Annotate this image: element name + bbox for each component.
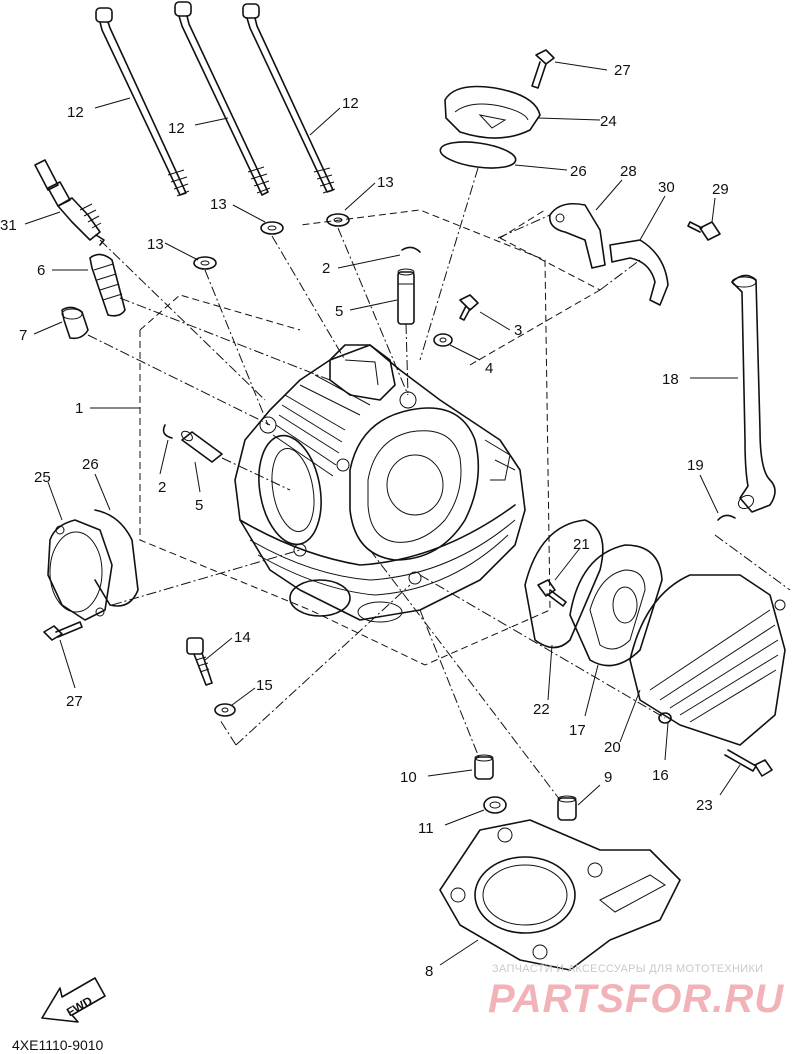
side-cover [47, 519, 113, 621]
bracket-28 [548, 202, 606, 269]
callout-27: 27 [614, 62, 631, 79]
callout-6: 6 [37, 262, 45, 279]
cylinder-head [234, 344, 526, 623]
callout-24: 24 [600, 113, 617, 130]
callout-7: 7 [19, 327, 27, 344]
callout-2: 2 [158, 479, 166, 496]
callout-26: 26 [570, 163, 587, 180]
callout-9: 9 [604, 769, 612, 786]
washer-4 [433, 333, 453, 347]
cylinder-head-cover-20 [629, 574, 786, 746]
callout-5: 5 [335, 303, 343, 320]
cooling-fins [272, 374, 371, 477]
hose-clip-19 [717, 514, 736, 521]
callout-31: 31 [0, 217, 17, 234]
blind-plug [61, 306, 89, 340]
bolt-21 [537, 579, 567, 607]
washer-15 [214, 703, 236, 717]
assembly-phantom-outline [139, 209, 601, 666]
watermark: ЗАПЧАСТИ И АКСЕССУАРЫ ДЛЯ МОТОТЕХНИКИ PA… [488, 963, 784, 1021]
callout-18: 18 [662, 371, 679, 388]
tappet-cover-cap [444, 85, 541, 139]
callout-1: 1 [75, 400, 83, 417]
callout-19: 19 [687, 457, 704, 474]
callout-4: 4 [485, 360, 493, 377]
bolt-3 [459, 294, 479, 321]
bolt-29 [687, 221, 721, 241]
washer-11 [483, 796, 507, 814]
watermark-brand: PARTSFOR.RU [488, 977, 784, 1021]
callout-13: 13 [377, 174, 394, 191]
fwd-label: FWD [64, 993, 95, 1019]
callout-17: 17 [569, 722, 586, 739]
callout-25: 25 [34, 469, 51, 486]
callout-13: 13 [210, 196, 227, 213]
callout-10: 10 [400, 769, 417, 786]
assembly-guide-lines [87, 167, 791, 801]
drawing-code: 4XE1110-9010 [12, 1037, 104, 1053]
stud-middle [174, 1, 271, 196]
callout-14: 14 [234, 629, 251, 646]
spark-plug [34, 159, 105, 246]
bolt-27-top [531, 49, 555, 89]
callout-29: 29 [712, 181, 729, 198]
dowel-9 [557, 795, 577, 821]
valve-guide-lower [181, 430, 223, 463]
dowel-16 [658, 712, 672, 724]
gasket-22 [524, 519, 604, 649]
callout-12: 12 [168, 120, 185, 137]
valve-guide-upper [397, 268, 415, 325]
stud-washers [193, 213, 350, 270]
callout-26: 26 [82, 456, 99, 473]
callout-8: 8 [425, 963, 433, 980]
callout-16: 16 [652, 767, 669, 784]
breather-hose [731, 274, 776, 513]
callout-23: 23 [696, 797, 713, 814]
bolt-14 [186, 637, 213, 686]
bolt-27-left [43, 621, 83, 641]
callout-13: 13 [147, 236, 164, 253]
callout-22: 22 [533, 701, 550, 718]
circlip-upper [401, 246, 421, 253]
callout-28: 28 [620, 163, 637, 180]
cylinder-studs [95, 1, 336, 197]
callout-12: 12 [67, 104, 84, 121]
callout-27: 27 [66, 693, 83, 710]
stud-left [95, 7, 190, 197]
dowel-pin [89, 253, 126, 317]
callout-20: 20 [604, 739, 621, 756]
fwd-arrow-icon: FWD [41, 977, 106, 1023]
callout-21: 21 [573, 536, 590, 553]
callout-leaders [24, 61, 741, 966]
callout-12: 12 [342, 95, 359, 112]
head-gasket-8 [439, 819, 681, 971]
callout-11: 11 [418, 820, 434, 837]
side-gasket [94, 509, 139, 607]
o-ring-top [439, 141, 517, 169]
callout-3: 3 [514, 322, 522, 339]
callout-2: 2 [322, 260, 330, 277]
dowel-10 [474, 754, 494, 780]
callout-30: 30 [658, 179, 675, 196]
callout-5: 5 [195, 497, 203, 514]
callout-labels: 12 12 12 13 13 13 31 6 7 1 2 2 5 5 3 4 2… [0, 62, 729, 980]
clamp-30 [609, 239, 669, 306]
bolt-23 [724, 749, 773, 777]
stud-right [242, 3, 336, 194]
circlip-lower [162, 424, 173, 439]
callout-15: 15 [256, 677, 273, 694]
watermark-tagline: ЗАПЧАСТИ И АКСЕССУАРЫ ДЛЯ МОТОТЕХНИКИ [492, 963, 763, 975]
spacer-17 [569, 544, 663, 667]
